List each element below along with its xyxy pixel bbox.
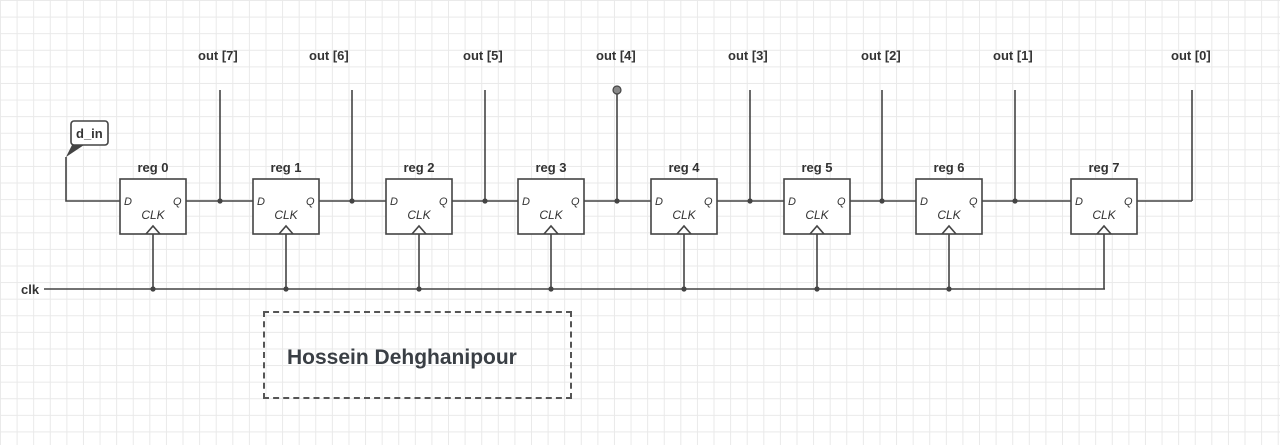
register-2-clk-pin: CLK	[407, 208, 431, 222]
register-7-label: reg 7	[1088, 160, 1119, 175]
output-2-junction	[482, 198, 488, 204]
output-5-junction	[879, 198, 885, 204]
output-4-label: out [3]	[728, 48, 768, 63]
output-0-junction	[217, 198, 223, 204]
register-7-d-pin: D	[1075, 196, 1083, 208]
register-4-q-pin: Q	[704, 196, 713, 208]
output-6-junction	[1012, 198, 1018, 204]
register-0-d-pin: D	[124, 196, 132, 208]
d-in-tag	[70, 120, 109, 146]
register-6-label: reg 6	[933, 160, 964, 175]
register-2-d-pin: D	[390, 196, 398, 208]
clk-label: clk	[21, 282, 40, 297]
register-7-q-pin: Q	[1124, 196, 1133, 208]
register-5-clock-triangle	[809, 224, 825, 235]
register-3-label: reg 3	[535, 160, 566, 175]
d-in-label: d_in	[76, 126, 103, 141]
output-0-label: out [7]	[198, 48, 238, 63]
register-2-clock-junction	[416, 286, 422, 292]
register-5-label: reg 5	[801, 160, 832, 175]
output-7-label: out [0]	[1171, 48, 1211, 63]
author-frame	[263, 311, 572, 399]
register-7-clk-pin: CLK	[1092, 208, 1116, 222]
register-7-clock-triangle	[1096, 224, 1112, 235]
register-3-clock-junction	[548, 286, 554, 292]
register-1-clock-triangle	[278, 224, 294, 235]
register-3-q-pin: Q	[571, 196, 580, 208]
output-4-junction	[747, 198, 753, 204]
register-5-clk-pin: CLK	[805, 208, 829, 222]
register-4-d-pin: D	[655, 196, 663, 208]
register-0-q-pin: Q	[173, 196, 182, 208]
register-5-d-pin: D	[788, 196, 796, 208]
register-6-clock-junction	[946, 286, 952, 292]
output-6-label: out [1]	[993, 48, 1033, 63]
register-6-q-pin: Q	[969, 196, 978, 208]
register-0-clock-triangle	[145, 224, 161, 235]
register-4-clock-junction	[681, 286, 687, 292]
register-6-clk-pin: CLK	[937, 208, 961, 222]
output-1-junction	[349, 198, 355, 204]
register-1-clk-pin: CLK	[274, 208, 298, 222]
register-2-q-pin: Q	[439, 196, 448, 208]
register-5-clock-junction	[814, 286, 820, 292]
register-3-clock-triangle	[543, 224, 559, 235]
register-1-q-pin: Q	[306, 196, 315, 208]
register-1-d-pin: D	[257, 196, 265, 208]
register-1-clock-junction	[283, 286, 289, 292]
author-name: Hossein Dehghanipour	[287, 346, 517, 369]
output-2-label: out [5]	[463, 48, 503, 63]
register-4-clock-triangle	[676, 224, 692, 235]
register-6-d-pin: D	[920, 196, 928, 208]
register-1-label: reg 1	[270, 160, 301, 175]
register-3-clk-pin: CLK	[539, 208, 563, 222]
output-3-label: out [4]	[596, 48, 636, 63]
register-2-clock-triangle	[411, 224, 427, 235]
output-5-label: out [2]	[861, 48, 901, 63]
register-2-label: reg 2	[403, 160, 434, 175]
register-4-clk-pin: CLK	[672, 208, 696, 222]
register-0-label: reg 0	[137, 160, 168, 175]
register-4-label: reg 4	[668, 160, 700, 175]
register-3-d-pin: D	[522, 196, 530, 208]
output-3-junction	[614, 198, 620, 204]
output-1-label: out [6]	[309, 48, 349, 63]
d-in-wire	[65, 157, 120, 202]
register-0-clk-pin: CLK	[141, 208, 165, 222]
register-6-clock-triangle	[941, 224, 957, 235]
output-3-terminal	[612, 85, 622, 95]
d-in-flag-tip	[66, 145, 84, 157]
register-5-q-pin: Q	[837, 196, 846, 208]
register-0-clock-junction	[150, 286, 156, 292]
